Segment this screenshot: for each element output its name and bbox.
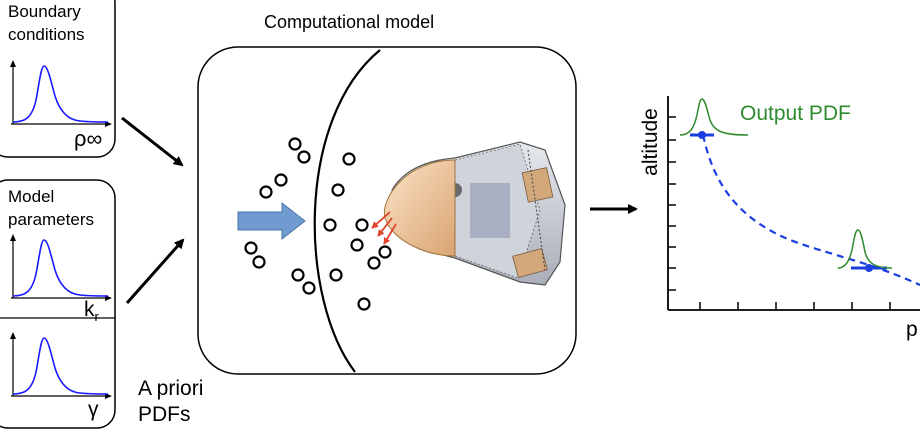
shock-wave: [313, 49, 381, 373]
x-axis-label: p: [906, 318, 918, 341]
gamma-pdf-curve: [12, 337, 109, 395]
boundary-conditions-box: [0, 0, 116, 158]
output-pdf-curve-lower: [837, 229, 893, 269]
boundary-pdf-curve: [12, 65, 109, 123]
boundary-title-line1: Boundary: [8, 2, 81, 21]
reentry-capsule-icon: [371, 141, 566, 286]
computational-model-box: [197, 46, 577, 375]
molecule-icon: [244, 137, 392, 311]
capsule-nose: [383, 159, 456, 257]
kr-symbol: k: [84, 298, 95, 321]
model-params-title-line1: Model: [8, 187, 55, 206]
output-plot: [667, 96, 920, 311]
kr-axis-symbol: kr: [84, 298, 99, 324]
trend-line: [701, 134, 920, 286]
output-pdf-label: Output PDF: [740, 102, 851, 125]
arrow-boundary-to-model: [121, 116, 184, 167]
computational-model-title: Computational model: [264, 12, 435, 32]
gamma-axis-symbol: γ: [88, 398, 99, 421]
kr-subscript: r: [94, 309, 99, 325]
flow-arrow-icon: [237, 201, 306, 241]
arrow-params-to-model: [125, 238, 185, 304]
model-params-title-line2: parameters: [8, 210, 94, 229]
data-point-lower: [865, 264, 873, 272]
priori-line2: PDFs: [138, 403, 191, 426]
boundary-axis-symbol: ρ∞: [74, 126, 103, 151]
y-axis-label: altitude: [639, 108, 662, 176]
priori-line1: A priori: [138, 377, 204, 400]
boundary-title-line2: conditions: [8, 25, 85, 44]
data-point-upper: [698, 131, 706, 139]
output-pdf-curve-upper: [679, 98, 749, 136]
kr-pdf-curve: [12, 239, 109, 297]
model-parameters-box: [0, 179, 116, 429]
